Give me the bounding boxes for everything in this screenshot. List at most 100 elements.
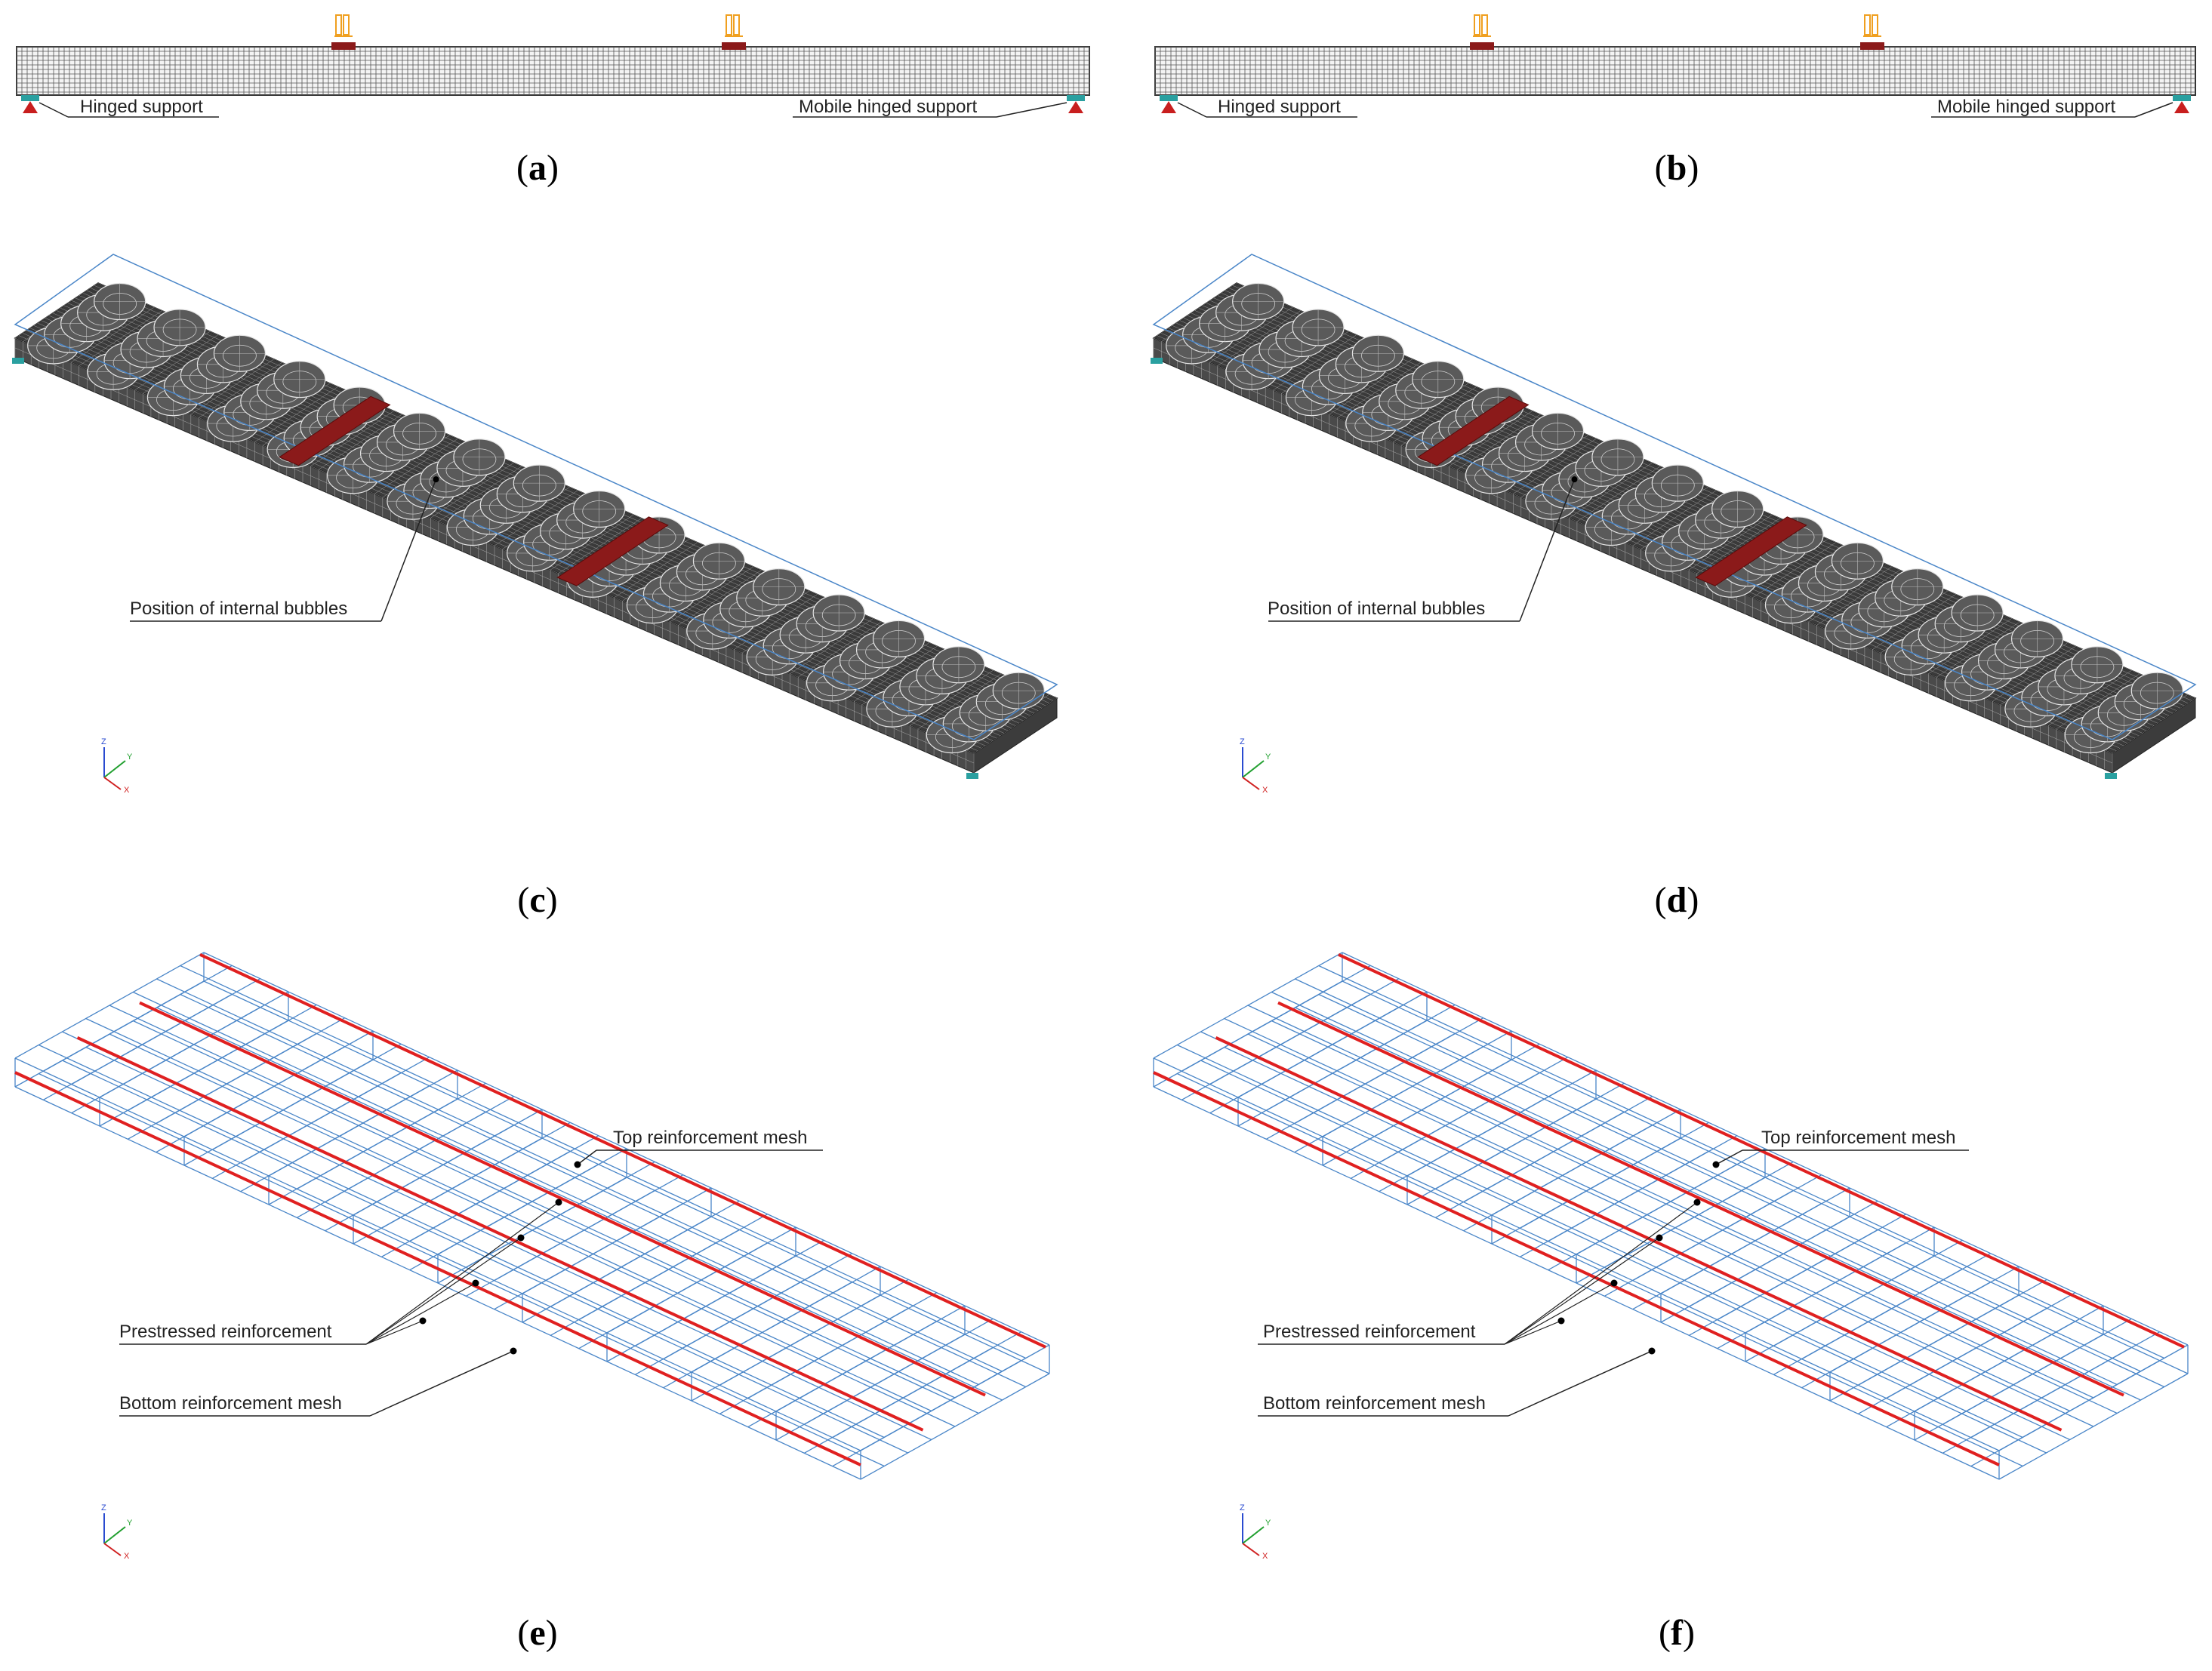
rebar-frame bbox=[14, 254, 1058, 740]
bubble-mesh bbox=[2011, 620, 2063, 657]
prestressed-tendon bbox=[1153, 1071, 2000, 1466]
axis-label: Z bbox=[101, 737, 106, 746]
label-mobile-hinged-support: Mobile hinged support bbox=[1937, 97, 2115, 117]
axis-label: Z bbox=[1240, 737, 1245, 746]
load-plate bbox=[1695, 516, 1807, 586]
axis-label: Y bbox=[127, 1519, 133, 1528]
prestressed-tendon bbox=[139, 1001, 986, 1397]
axis-label: Z bbox=[101, 1503, 106, 1513]
prestressed-tendon bbox=[1338, 952, 2185, 1349]
load-plate bbox=[1417, 395, 1530, 466]
load-arrow-icon bbox=[1872, 14, 1878, 35]
bubble-mesh bbox=[1591, 439, 1644, 475]
load-arrow-icon bbox=[733, 14, 740, 35]
y-axis bbox=[1242, 760, 1265, 778]
bubble-mesh bbox=[1292, 309, 1345, 346]
support-triangle-icon bbox=[2174, 101, 2189, 113]
bubble-mesh bbox=[1652, 465, 1704, 502]
label-bottom-reinforcement: Bottom reinforcement mesh bbox=[1263, 1393, 1486, 1414]
bubble-mesh bbox=[94, 283, 146, 320]
support-plate bbox=[966, 773, 978, 779]
bubble-mesh bbox=[154, 309, 206, 346]
leader-dot bbox=[1656, 1234, 1663, 1242]
leader-dot bbox=[1610, 1279, 1618, 1287]
support-triangle-icon bbox=[23, 101, 38, 113]
leader-prestress bbox=[1504, 1202, 1698, 1345]
load-plate bbox=[722, 42, 746, 50]
y-axis bbox=[103, 760, 126, 778]
leader-left bbox=[1177, 102, 1207, 118]
beam-mesh bbox=[1154, 14, 2196, 118]
bubble-mesh bbox=[932, 646, 984, 683]
x-axis bbox=[103, 1543, 122, 1556]
support-plate bbox=[1067, 95, 1085, 101]
bubble-mesh bbox=[993, 672, 1045, 709]
leader-bottom bbox=[369, 1350, 514, 1417]
load-arrow-icon bbox=[726, 14, 732, 35]
load-arrow-icon bbox=[1864, 14, 1871, 35]
bubble-mesh bbox=[214, 335, 266, 372]
bubble-mesh bbox=[1891, 568, 1943, 605]
leader-left bbox=[39, 102, 69, 118]
x-axis bbox=[1242, 1543, 1260, 1556]
leader-bubbles bbox=[380, 479, 437, 622]
leader-dot bbox=[1712, 1161, 1720, 1168]
leader-dot bbox=[1693, 1199, 1701, 1206]
leader-dot bbox=[555, 1199, 562, 1206]
beam-outline bbox=[16, 46, 1090, 96]
bubble-mesh bbox=[753, 568, 805, 605]
bubble-mesh bbox=[273, 361, 325, 398]
load-arrow-icon bbox=[1481, 14, 1488, 35]
panel-e: Top reinforcement mesh Prestressed reinf… bbox=[0, 943, 1106, 1671]
label-top-reinforcement: Top reinforcement mesh bbox=[1761, 1128, 1955, 1148]
prestressed-tendon bbox=[76, 1036, 924, 1432]
leader-dot bbox=[472, 1279, 479, 1287]
leader-dot bbox=[433, 476, 439, 483]
leader-right bbox=[996, 102, 1067, 118]
axis-label: Y bbox=[127, 752, 133, 762]
slab-3d-d: Position of internal bubbles ZYX bbox=[1151, 254, 2197, 795]
support-triangle-icon bbox=[1161, 101, 1176, 113]
caption-f: (f) bbox=[1659, 1613, 1695, 1653]
leader-prestress bbox=[365, 1320, 424, 1345]
load-arrow-icon bbox=[1474, 14, 1480, 35]
y-axis bbox=[103, 1526, 126, 1544]
prestressed-tendon bbox=[1277, 1001, 2124, 1397]
bubble-mesh bbox=[1412, 361, 1464, 398]
mesh-lines bbox=[1154, 46, 2195, 95]
support-plate bbox=[1160, 95, 1178, 101]
support-plate bbox=[12, 358, 24, 364]
beam-mesh bbox=[16, 14, 1090, 118]
rebar-cage bbox=[14, 952, 1050, 1480]
label-mobile-hinged-support: Mobile hinged support bbox=[799, 97, 977, 117]
leader-right bbox=[2134, 102, 2173, 118]
axis-label: X bbox=[1262, 786, 1268, 795]
top-mesh bbox=[1153, 952, 2189, 1451]
x-axis bbox=[1242, 777, 1260, 790]
bubble-mesh bbox=[1532, 413, 1584, 450]
rebar-cage bbox=[1153, 952, 2189, 1480]
label-prestressed-reinforcement: Prestressed reinforcement bbox=[1263, 1322, 1476, 1342]
beam-elevation-a: Hinged support Mobile hinged support bbox=[16, 14, 1090, 118]
load-plate bbox=[1470, 42, 1494, 50]
leader-dot bbox=[574, 1161, 581, 1168]
label-top-reinforcement: Top reinforcement mesh bbox=[613, 1128, 807, 1148]
caption-b: (b) bbox=[1654, 148, 1699, 188]
bubble-mesh bbox=[813, 594, 865, 631]
leader-prestress bbox=[365, 1282, 476, 1345]
label-prestressed-reinforcement: Prestressed reinforcement bbox=[119, 1322, 332, 1342]
leader-dot bbox=[1571, 476, 1578, 483]
label-bottom-reinforcement: Bottom reinforcement mesh bbox=[119, 1393, 342, 1414]
slab-body bbox=[1151, 254, 2197, 779]
bubble-mesh bbox=[873, 620, 925, 657]
leader-bottom bbox=[1508, 1350, 1653, 1417]
label-hinged-support: Hinged support bbox=[80, 97, 203, 117]
panel-f: Top reinforcement mesh Prestressed reinf… bbox=[1138, 943, 2212, 1671]
caption-e: (e) bbox=[517, 1613, 558, 1653]
leader-dot bbox=[1557, 1317, 1565, 1325]
load-plate bbox=[331, 42, 356, 50]
caption-d: (d) bbox=[1654, 880, 1699, 920]
mesh-lines bbox=[16, 46, 1090, 95]
